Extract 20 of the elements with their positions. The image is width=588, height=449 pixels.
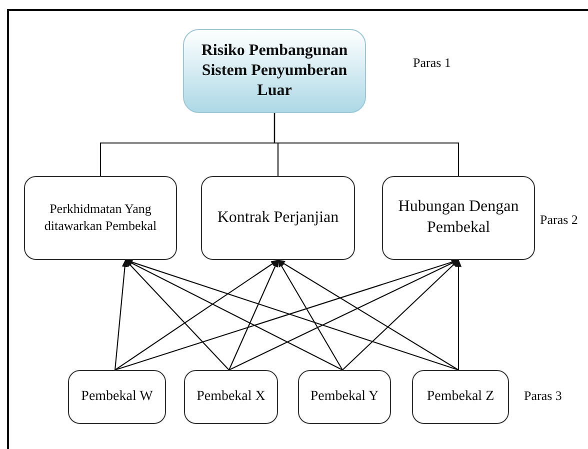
connector-line [274,113,460,176]
arrow [455,259,462,370]
level-label: Paras 3 [524,388,562,404]
arrow [278,259,343,370]
category-box: Hubungan Dengan Pembekal [382,176,535,260]
arrow [114,260,279,370]
level-label: Paras 1 [413,55,451,71]
arrow [114,259,128,370]
arrow [124,259,230,370]
supplier-box: Pembekal Y [298,370,391,424]
arrow [228,259,278,370]
category-box: Perkhidmatan Yang ditawarkan Pembekal [24,176,177,260]
supplier-box: Pembekal W [68,370,166,424]
level-label: Paras 2 [540,212,578,228]
title-box: Risiko Pembangunan Sistem Penyumberan Luar [183,29,366,113]
category-box: Kontrak Perjanjian [201,176,355,260]
arrow [342,259,460,370]
supplier-box: Pembekal Z [412,370,509,424]
arrow [277,260,459,370]
supplier-box: Pembekal X [184,370,278,424]
